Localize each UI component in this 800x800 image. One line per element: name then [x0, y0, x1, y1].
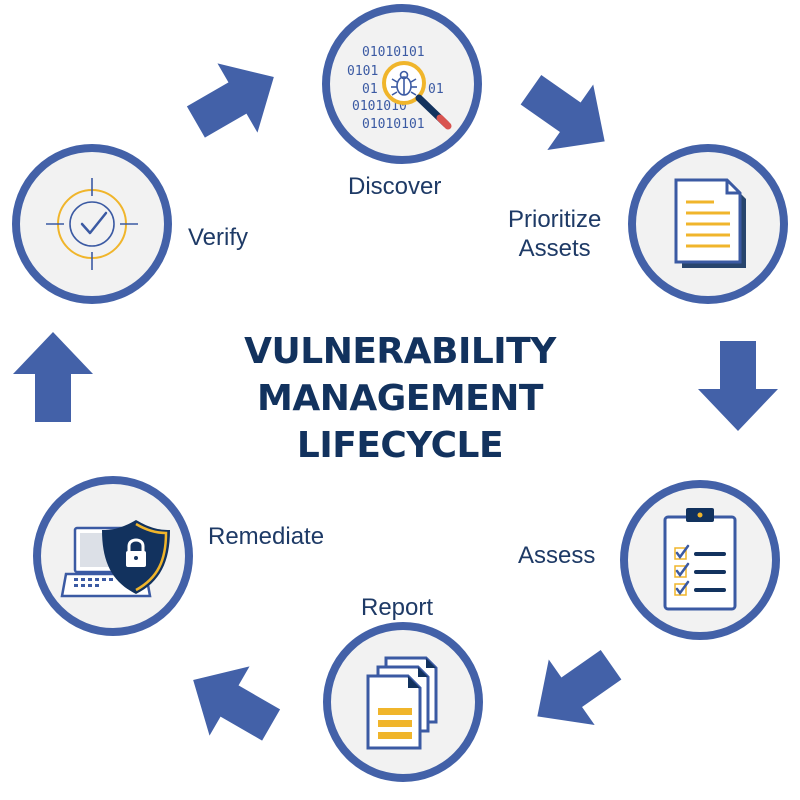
title-line-3: LIFECYCLE	[296, 425, 504, 466]
binary-line-3: 01	[362, 82, 378, 97]
clipboard-checklist-icon	[663, 508, 737, 611]
stage-label-verify: Verify	[188, 224, 249, 251]
stage-label-report: Report	[361, 594, 434, 621]
laptop-shield-lock-icon	[60, 520, 170, 598]
arrow-report-to-remediate	[173, 645, 292, 760]
document-icon	[674, 178, 746, 268]
arrow-prioritize-to-assess	[698, 341, 778, 431]
arrow-remediate-to-verify	[13, 332, 93, 422]
arrow-verify-to-discover	[175, 42, 294, 157]
crosshair-check-icon	[46, 178, 138, 270]
stage-label-prioritize-line-2: Assets	[518, 235, 591, 262]
binary-line-5: 0101010	[352, 99, 407, 114]
verify-circle	[12, 144, 172, 304]
title-line-1: VULNERABILITY	[244, 331, 556, 372]
stacked-reports-icon	[366, 656, 438, 750]
stage-label-prioritize-line-1: Prioritize	[508, 206, 602, 233]
binary-line-1: 01010101	[362, 45, 425, 60]
binary-line-4: 01	[428, 82, 444, 97]
title-line-2: MANAGEMENT	[257, 378, 543, 419]
binary-line-6: 01010101	[362, 117, 425, 132]
arrow-assess-to-report	[514, 631, 634, 750]
stage-label-discover: Discover	[348, 173, 442, 200]
stage-label-assess: Assess	[518, 542, 596, 569]
arrow-discover-to-prioritize	[508, 56, 628, 175]
stage-label-prioritize: Prioritize Assets	[508, 205, 601, 263]
stage-label-remediate: Remediate	[208, 523, 325, 550]
bug-magnifier-icon: 01010101 0101 01 01 0101010 01010101	[347, 45, 452, 132]
binary-line-2: 0101	[347, 64, 378, 79]
diagram-title: VULNERABILITY MANAGEMENT LIFECYCLE	[200, 328, 600, 469]
